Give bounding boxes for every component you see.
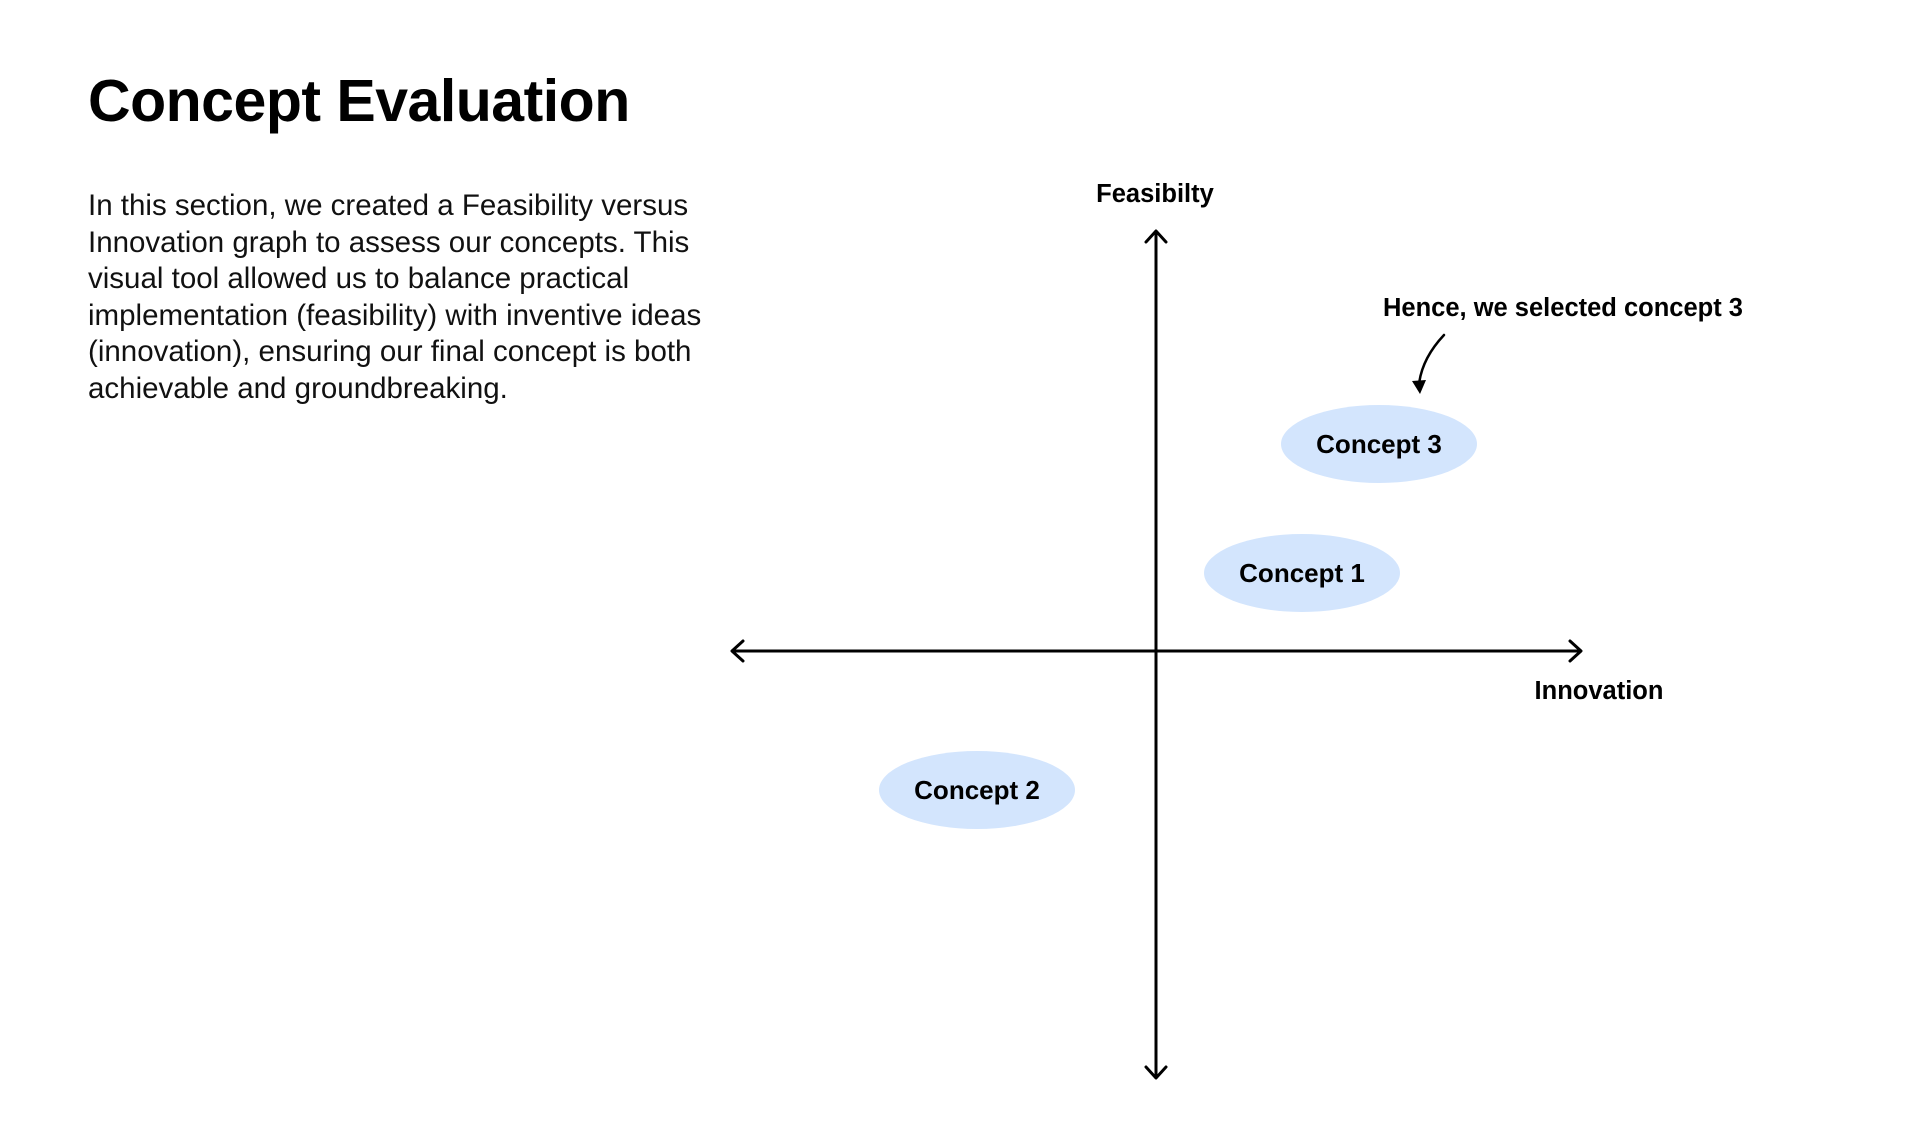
concept-bubble-1: Concept 1 [1204, 534, 1400, 612]
y-axis-arrow-bottom [1144, 1065, 1168, 1080]
section-description: In this section, we created a Feasibilit… [88, 189, 702, 405]
x-axis-arrow-right [1568, 639, 1583, 663]
concept-bubble-2: Concept 2 [879, 751, 1075, 829]
concept-bubble-1-label: Concept 1 [1239, 558, 1365, 588]
concept-bubble-3-label: Concept 3 [1316, 429, 1442, 459]
concept-bubble-3: Concept 3 [1281, 405, 1477, 483]
annotation-arrowhead-icon [1412, 380, 1426, 394]
y-axis-label: Feasibilty [1096, 180, 1214, 208]
concept-bubble-2-label: Concept 2 [914, 775, 1040, 805]
concept-bubble-1-shape [1204, 534, 1400, 612]
annotation-arrow-icon [1417, 333, 1446, 386]
concept-bubble-3-shape [1281, 405, 1477, 483]
x-axis-label: Innovation [1535, 677, 1664, 705]
page-title: Concept Evaluation [88, 68, 630, 134]
selection-annotation: Hence, we selected concept 3 [1383, 294, 1743, 322]
y-axis-arrow-top [1144, 229, 1168, 244]
x-axis-arrow-left [730, 639, 745, 663]
concept-bubble-2-shape [879, 751, 1075, 829]
